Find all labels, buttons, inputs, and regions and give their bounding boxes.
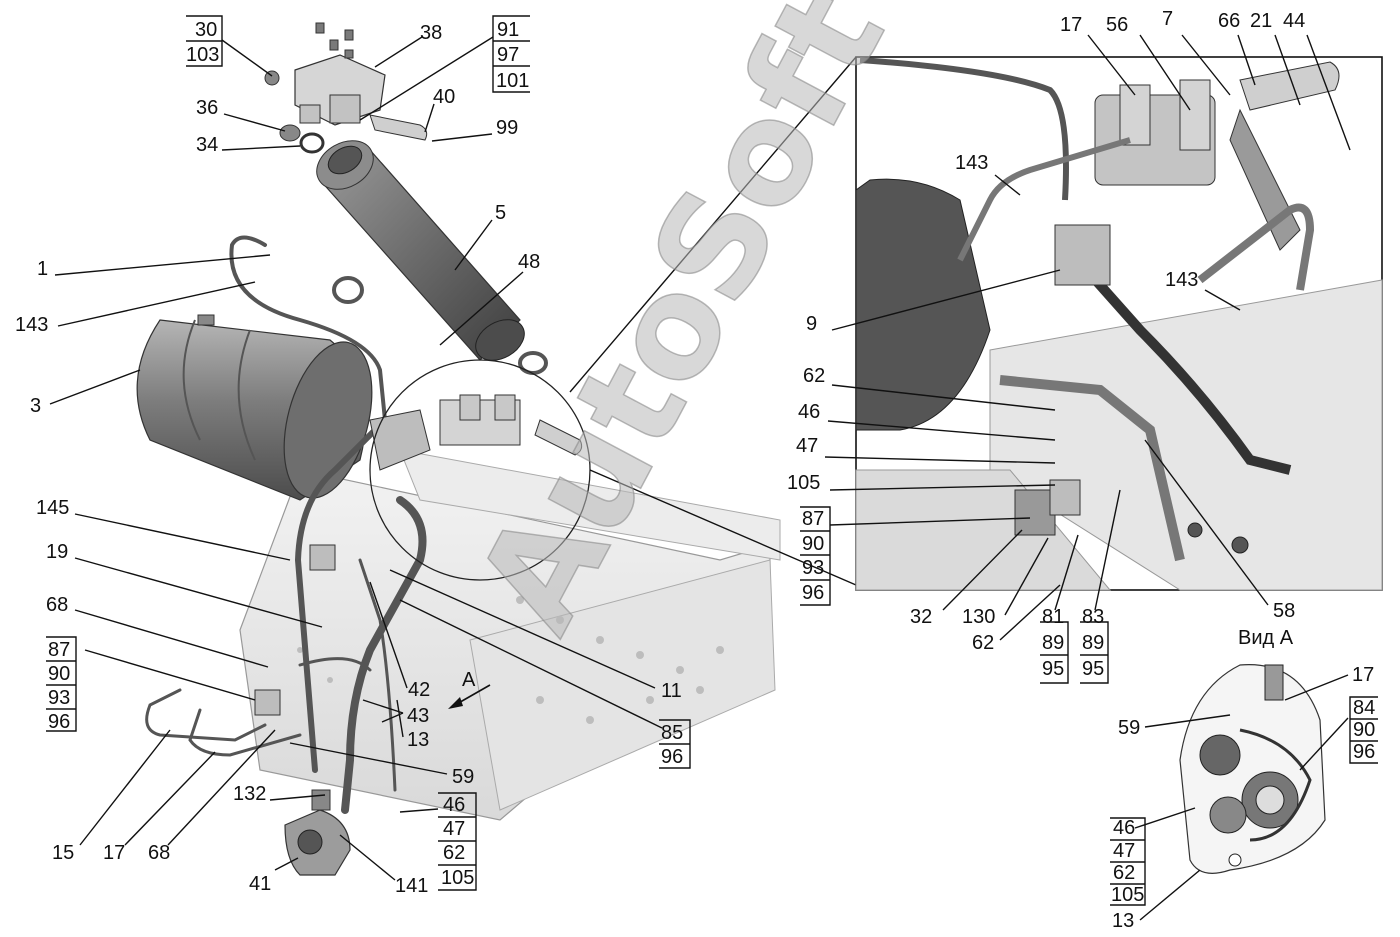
control-valve-block (264, 22, 548, 375)
callout-48: 48 (518, 251, 540, 273)
callout-105-view: 105 (1111, 884, 1144, 906)
view-a-drawing (1179, 664, 1326, 874)
callout-93-left: 93 (48, 687, 70, 709)
callout-59-left: 59 (452, 766, 474, 788)
callout-3: 3 (30, 395, 41, 417)
callout-30: 30 (195, 19, 217, 41)
callout-99: 99 (496, 117, 518, 139)
callout-40: 40 (433, 86, 455, 108)
callout-62-inset: 62 (803, 365, 825, 387)
callout-91: 91 (497, 19, 519, 41)
callout-11: 11 (661, 680, 682, 702)
callout-96-inset: 96 (802, 582, 824, 604)
callout-68-bottom: 68 (148, 842, 170, 864)
callout-62-inset-b: 62 (972, 632, 994, 654)
callout-105-inset: 105 (787, 472, 820, 494)
callout-59-view: 59 (1118, 717, 1140, 739)
callout-83: 83 (1082, 606, 1104, 628)
callout-101: 101 (496, 70, 529, 92)
callout-41: 41 (249, 873, 271, 895)
callout-17-view: 17 (1352, 664, 1374, 686)
callout-89-a: 89 (1042, 632, 1064, 654)
power-cylinder (316, 140, 525, 361)
callout-17-left: 17 (103, 842, 125, 864)
callout-boxes (46, 15, 1378, 906)
detail-content (855, 57, 1383, 591)
callout-58: 58 (1273, 600, 1295, 622)
callout-36: 36 (196, 97, 218, 119)
callout-90-left: 90 (48, 663, 70, 685)
callout-68-top: 68 (46, 594, 68, 616)
callout-95-a: 95 (1042, 658, 1064, 680)
callout-42: 42 (408, 679, 430, 701)
callout-141: 141 (395, 875, 428, 897)
callout-93-inset: 93 (802, 557, 824, 579)
callout-81: 81 (1042, 606, 1064, 628)
callout-62-left: 62 (443, 842, 465, 864)
callout-103: 103 (186, 44, 219, 66)
callout-9: 9 (806, 313, 817, 335)
steering-gear-box (284, 789, 351, 876)
callout-21: 21 (1250, 10, 1272, 32)
callout-84: 84 (1353, 697, 1375, 719)
callout-56: 56 (1106, 14, 1128, 36)
callout-47-view: 47 (1113, 840, 1135, 862)
callout-1: 1 (37, 258, 48, 280)
relay-valve-cluster (254, 394, 583, 716)
view-a-title: Вид А (1238, 627, 1294, 649)
callout-38: 38 (420, 22, 442, 44)
callout-66: 66 (1218, 10, 1240, 32)
callout-13-left: 13 (407, 729, 429, 751)
callout-34: 34 (196, 134, 218, 156)
callout-47-inset: 47 (796, 435, 818, 457)
callout-85: 85 (661, 722, 683, 744)
callout-13-view: 13 (1112, 910, 1134, 932)
callout-143-inset-a: 143 (955, 152, 988, 174)
callout-7: 7 (1162, 8, 1173, 30)
view-arrow-a (448, 684, 491, 709)
callout-89-b: 89 (1082, 632, 1104, 654)
callout-90-inset: 90 (802, 533, 824, 555)
callout-5: 5 (495, 202, 506, 224)
callout-47-left: 47 (443, 818, 465, 840)
callout-90-view: 90 (1353, 719, 1375, 741)
callout-32: 32 (910, 606, 932, 628)
callout-96-view: 96 (1353, 741, 1375, 763)
callout-145: 145 (36, 497, 69, 519)
callout-15: 15 (52, 842, 74, 864)
air-pipes (145, 235, 427, 814)
callout-105-left: 105 (441, 867, 474, 889)
leader-lines (49, 34, 1351, 921)
chassis-frame (239, 449, 781, 821)
callout-87-inset: 87 (802, 508, 824, 530)
callout-17-inset: 17 (1060, 14, 1082, 36)
callout-44: 44 (1283, 10, 1305, 32)
arrow-letter-a: А (462, 669, 476, 691)
callout-87-left: 87 (48, 639, 70, 661)
callout-62-view: 62 (1113, 862, 1135, 884)
callout-43: 43 (407, 705, 429, 727)
callout-46-inset: 46 (798, 401, 820, 423)
callout-46-left: 46 (443, 794, 465, 816)
callout-143-left: 143 (15, 314, 48, 336)
air-receiver-tank (136, 314, 373, 501)
callout-labels: 30 103 38 91 97 101 36 40 34 99 5 1 48 1… (15, 8, 1375, 932)
callout-95-b: 95 (1082, 658, 1104, 680)
main-assembly-view (136, 22, 781, 876)
callout-46-view: 46 (1113, 817, 1135, 839)
callout-96-mid: 96 (661, 746, 683, 768)
callout-132: 132 (233, 783, 266, 805)
detail-inset (569, 56, 1383, 591)
callout-130: 130 (962, 606, 995, 628)
callout-97: 97 (497, 44, 519, 66)
callout-96-left: 96 (48, 711, 70, 733)
callout-143-inset-b: 143 (1165, 269, 1198, 291)
callout-19: 19 (46, 541, 68, 563)
